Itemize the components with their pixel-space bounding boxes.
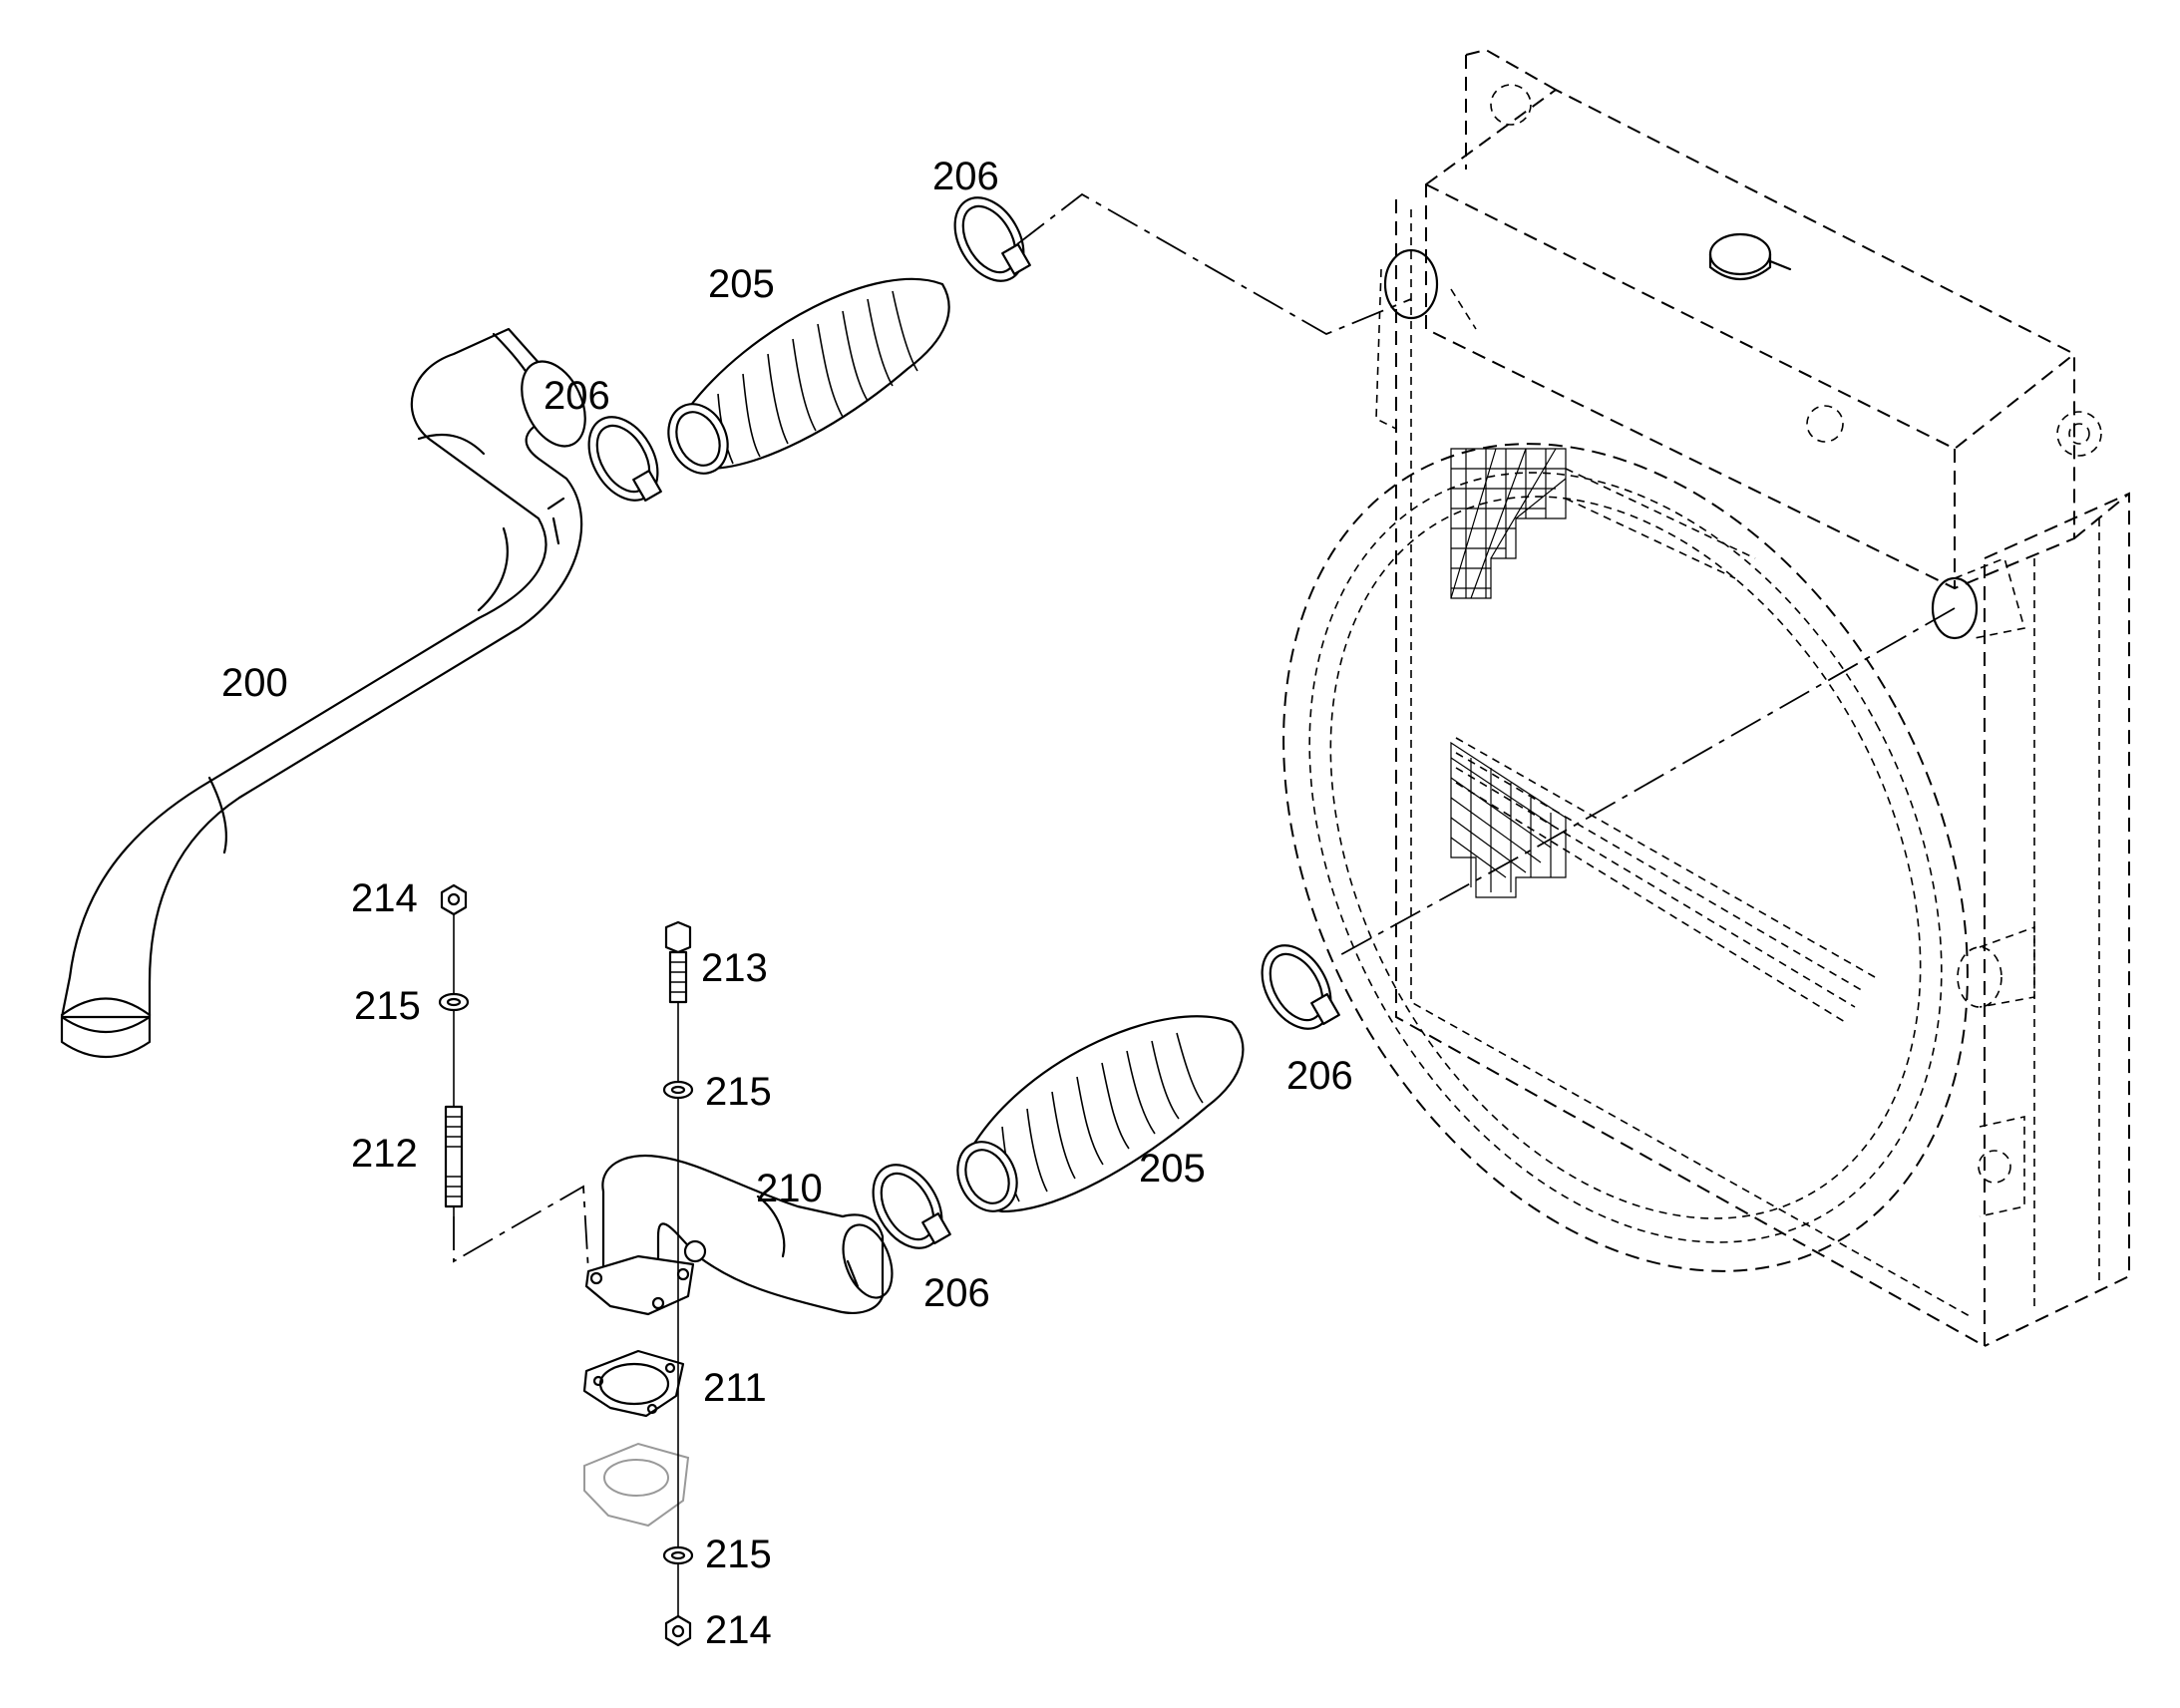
callout-214-b: 214 <box>705 1608 772 1652</box>
clamp-206-upper-right <box>953 196 1031 282</box>
callout-215-c: 215 <box>705 1533 772 1576</box>
bellows-205-lower <box>956 1015 1245 1213</box>
stud-stack-left <box>438 883 589 1272</box>
upper-hose-200 <box>60 327 586 1058</box>
callout-214-a: 214 <box>351 876 418 920</box>
callout-211: 211 <box>703 1366 767 1410</box>
callout-210: 210 <box>756 1167 823 1210</box>
callout-206-a: 206 <box>932 155 999 198</box>
callout-212: 212 <box>351 1132 418 1176</box>
callout-215-b: 215 <box>705 1070 772 1114</box>
callout-205-a: 205 <box>708 262 775 306</box>
callout-200: 200 <box>221 661 288 705</box>
callout-215-a: 215 <box>354 984 421 1028</box>
gasket-211 <box>582 1349 685 1418</box>
radiator-assembly <box>1282 48 2130 1347</box>
mounting-flange <box>583 1442 690 1528</box>
clamp-206-lower-right <box>1261 944 1340 1030</box>
callout-labels: 206 205 206 200 214 215 212 213 215 210 … <box>221 155 1353 1652</box>
callout-206-d: 206 <box>923 1271 990 1315</box>
core-mesh-upper <box>1450 448 1756 599</box>
clamp-206-upper-left <box>587 416 662 502</box>
clamp-206-lower-left <box>872 1164 951 1249</box>
lower-hose-210 <box>584 1154 894 1316</box>
bolt-stack-center <box>662 920 694 1647</box>
callout-206-c: 206 <box>1286 1054 1353 1098</box>
callout-213: 213 <box>701 946 768 990</box>
callout-205-b: 205 <box>1139 1147 1206 1191</box>
core-mesh-lower <box>1450 737 1876 1023</box>
bellows-205-upper <box>667 277 950 475</box>
callout-206-b: 206 <box>544 374 610 418</box>
